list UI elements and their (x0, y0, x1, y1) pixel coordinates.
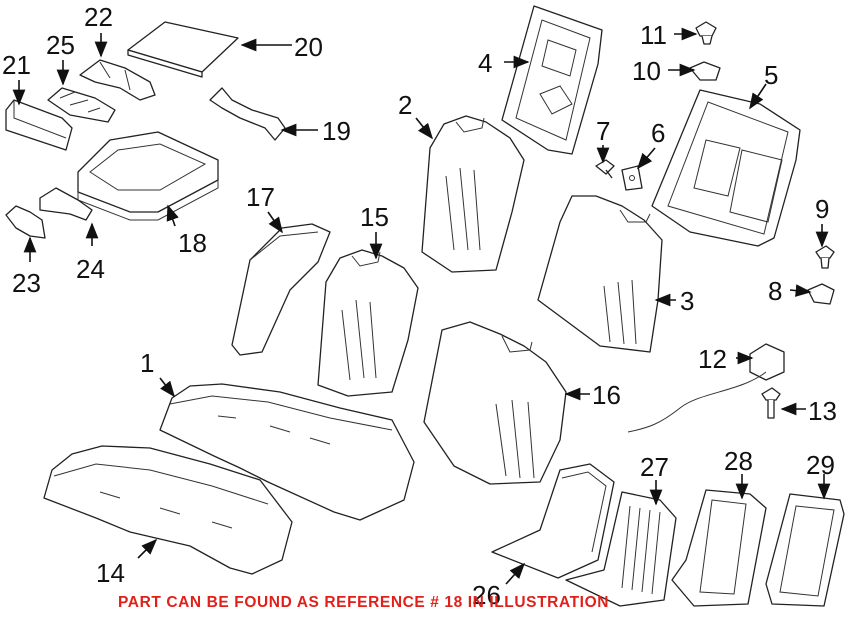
callout-21: 21 (2, 50, 31, 80)
part-20-pad (127, 21, 239, 78)
part-11-bolt (695, 21, 717, 45)
callout-16: 16 (592, 380, 621, 410)
callout-28: 28 (724, 446, 753, 476)
part-8-bracket (807, 283, 835, 305)
callout-3: 3 (680, 286, 694, 316)
part-26-panel (491, 463, 615, 579)
part-24-bracket (39, 187, 93, 221)
callout-8: 8 (768, 276, 782, 306)
callout-9: 9 (815, 194, 829, 224)
callout-27: 27 (640, 452, 669, 482)
part-3-cover (537, 195, 663, 353)
part-6-bracket (621, 165, 643, 191)
callout-26: 26 (472, 580, 501, 610)
part-12-sensor (627, 343, 785, 433)
callout-7: 7 (596, 116, 610, 146)
callout-12: 12 (698, 344, 727, 374)
part-27-panel (565, 491, 677, 607)
part-13-bolt (761, 387, 781, 419)
callout-2: 2 (398, 90, 412, 120)
callout-25: 25 (46, 30, 75, 60)
callout-1: 1 (140, 348, 154, 378)
callout-29: 29 (806, 450, 835, 480)
reference-note: PART CAN BE FOUND AS REFERENCE # 18 IN I… (118, 594, 610, 611)
callout-10: 10 (632, 56, 661, 86)
callout-23: 23 (12, 268, 41, 298)
part-10-clip (689, 61, 721, 81)
part-4-frame (501, 5, 603, 155)
callout-19: 19 (322, 116, 351, 146)
callout-20: 20 (294, 32, 323, 62)
part-22-bracket (79, 59, 156, 101)
callout-5: 5 (764, 60, 778, 90)
part-16-cover (423, 321, 567, 485)
callout-17: 17 (246, 182, 275, 212)
callout-18: 18 (178, 228, 207, 258)
part-18-armrest (77, 131, 219, 221)
part-28-frame (671, 489, 767, 607)
callout-15: 15 (360, 202, 389, 232)
part-1-cushion (159, 383, 415, 521)
part-7-bolt (595, 159, 615, 179)
part-29-frame (765, 493, 845, 607)
part-15-seatback (317, 249, 419, 397)
part-5-frame (651, 89, 801, 247)
callout-11: 11 (640, 20, 667, 50)
part-23-bracket (5, 205, 46, 239)
part-9-bolt (815, 245, 835, 269)
callout-13: 13 (808, 396, 837, 426)
part-2-seatback (421, 115, 525, 273)
callout-6: 6 (651, 118, 665, 148)
leader-lines (12, 27, 831, 585)
part-17-bolster (231, 223, 331, 356)
callout-labels: 1 2 3 4 5 6 7 8 9 10 11 12 13 14 15 16 1… (2, 2, 837, 610)
callout-14: 14 (96, 558, 125, 588)
part-19-bracket (209, 87, 286, 141)
part-14-cushion (43, 445, 293, 575)
part-25-switch (47, 87, 116, 123)
callout-22: 22 (84, 2, 113, 32)
callout-24: 24 (76, 254, 105, 284)
callout-4: 4 (478, 48, 492, 78)
